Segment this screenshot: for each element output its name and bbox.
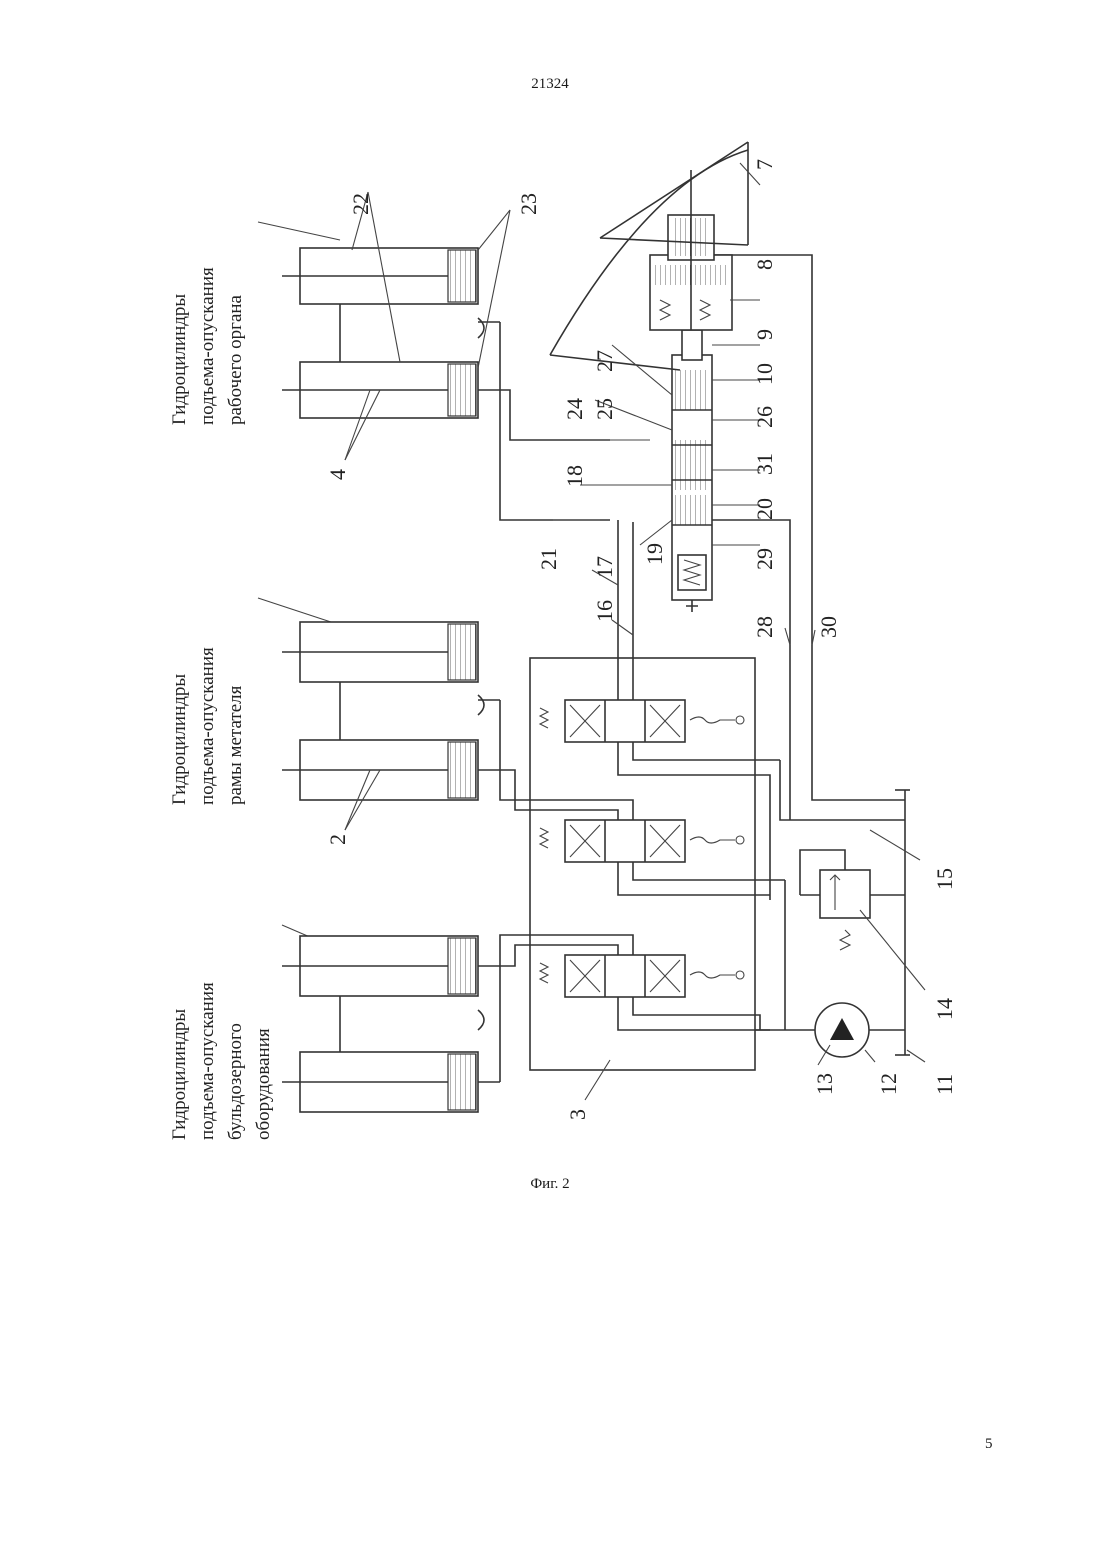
callout-7: 7 [752,159,777,170]
page-number: 5 [985,1436,993,1453]
callout-11: 11 [932,1074,957,1095]
callout-24: 24 [562,398,587,420]
svg-text:подъема-опускания: подъема-опускания [197,267,218,425]
valve-block [530,658,755,1070]
callout-28: 28 [752,616,777,638]
svg-text:Гидроцилиндры: Гидроцилиндры [169,294,190,425]
callout-9: 9 [752,329,777,340]
svg-text:рабочего органа: рабочего органа [225,294,246,425]
callout-30: 30 [816,616,841,638]
callout-27: 27 [592,350,617,372]
callout-8: 8 [752,259,777,270]
callout-12: 12 [876,1073,901,1095]
callout-15: 15 [932,868,957,890]
callout-19: 19 [642,543,667,565]
callout-13: 13 [812,1073,837,1095]
callout-23: 23 [516,193,541,215]
callout-25: 25 [592,398,617,420]
callout-21: 21 [536,548,561,570]
cylinders-thrower-frame [258,598,500,830]
group-title-bulldozer: Гидроцилиндры подъема-опускания бульдозе… [169,982,274,1140]
svg-text:подъема-опускания: подъема-опускания [197,647,218,805]
group-title-thrower-frame: Гидроцилиндры подъема-опускания рамы мет… [169,647,246,805]
svg-text:рамы метателя: рамы метателя [225,685,246,805]
cylinders-working-organ [258,192,510,460]
callout-26: 26 [752,406,777,428]
callout-16: 16 [592,600,617,622]
callout-10: 10 [752,363,777,385]
callout-4: 4 [325,469,350,480]
figure-caption: Фиг. 2 [0,1176,1100,1193]
svg-text:бульдозерного: бульдозерного [225,1023,246,1140]
cylinders-bulldozer [282,925,500,1112]
svg-text:Гидроцилиндры: Гидроцилиндры [169,674,190,805]
svg-text:подъема-опускания: подъема-опускания [197,982,218,1140]
callout-2: 2 [325,834,350,845]
svg-text:оборудования: оборудования [253,1028,274,1140]
group-title-working-organ: Гидроцилиндры подъема-опускания рабочего… [169,267,246,425]
callout-29: 29 [752,548,777,570]
svg-text:Гидроцилиндры: Гидроцилиндры [169,1009,190,1140]
spool-distributor [550,142,748,612]
callout-18: 18 [562,465,587,487]
callout-17: 17 [592,556,617,578]
callout-3: 3 [565,1109,590,1120]
callout-20: 20 [752,498,777,520]
callout-14: 14 [932,998,957,1020]
callout-22: 22 [348,193,373,215]
callout-31: 31 [752,453,777,475]
